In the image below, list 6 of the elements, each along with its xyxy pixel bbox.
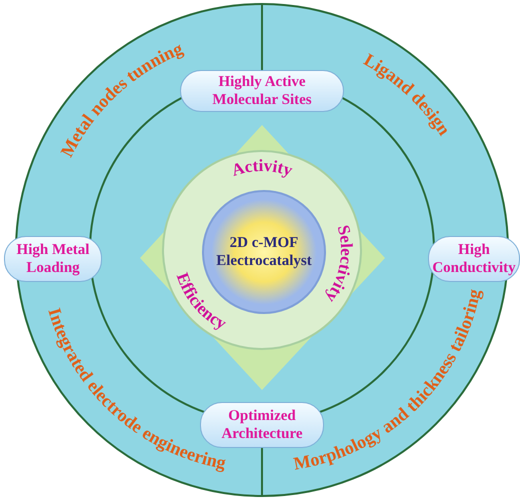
ring-label: Activity: [229, 156, 295, 180]
center-text: 2D c-MOF Electrocatalyst: [215, 234, 313, 270]
feature-text: Highly Active Molecular Sites: [211, 73, 313, 109]
feature-text: High Metal Loading: [16, 241, 90, 277]
feature-pill: [4, 236, 102, 282]
feature-text: High Conductivity: [432, 241, 516, 277]
